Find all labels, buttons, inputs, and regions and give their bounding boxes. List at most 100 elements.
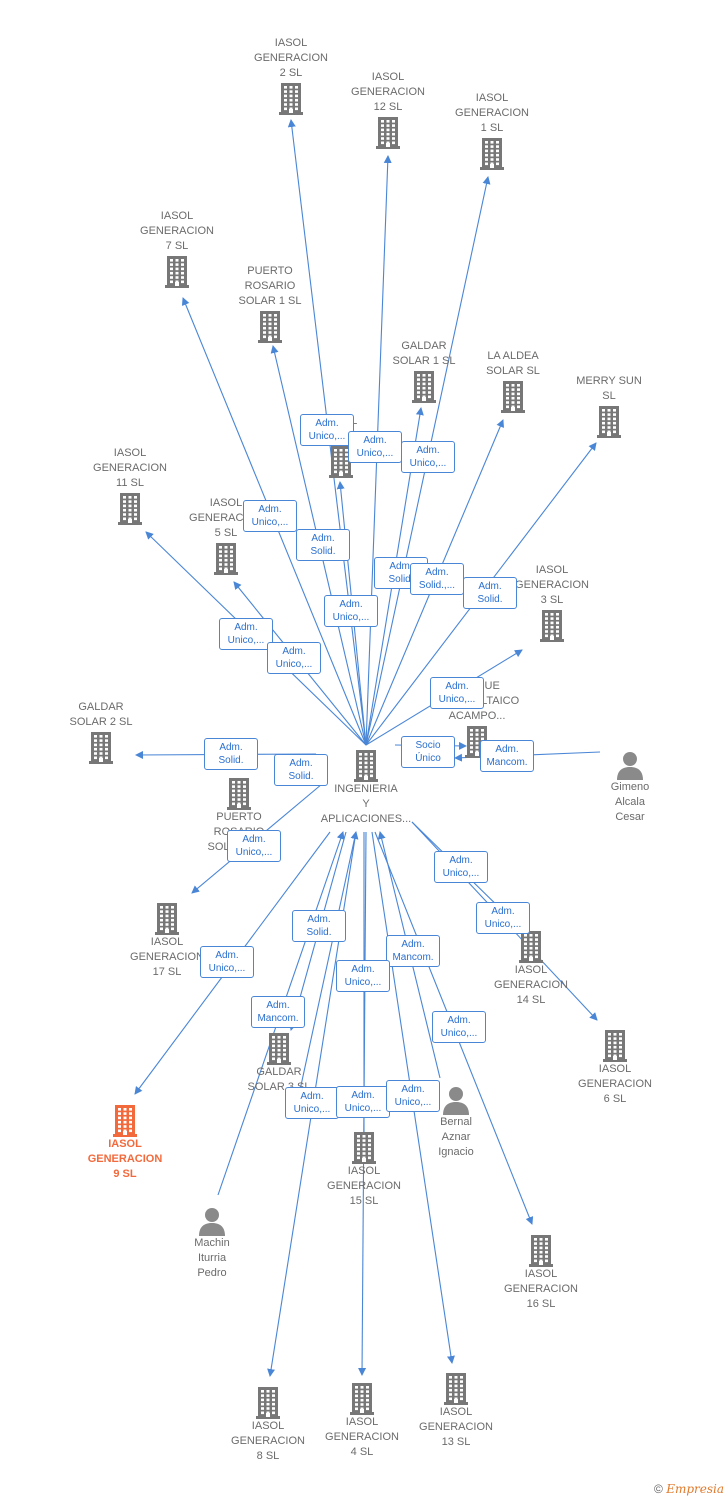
node-label: Bernal Aznar Ignacio: [438, 1116, 474, 1158]
relation-label[interactable]: Adm. Mancom.: [251, 996, 305, 1028]
relation-label[interactable]: Adm. Unico,...: [285, 1087, 339, 1119]
node-label: GALDAR SOLAR 1 SL: [392, 340, 456, 367]
company-node[interactable]: IASOL GENERACION 4 SL: [314, 1381, 410, 1460]
relation-edge: [299, 831, 359, 1091]
building-icon: [529, 1235, 553, 1267]
relation-label[interactable]: Adm. Mancom.: [386, 935, 440, 967]
node-label: IASOL GENERACION 13 SL: [419, 1406, 493, 1448]
node-label: IASOL GENERACION 3 SL: [515, 564, 589, 606]
company-node[interactable]: IASOL GENERACION 16 SL: [493, 1233, 589, 1312]
building-icon: [118, 493, 142, 525]
relation-label[interactable]: Adm. Solid.: [292, 910, 346, 942]
node-label: INGENIERIA Y APLICACIONES...: [320, 783, 412, 825]
node-label: IASOL GENERACION 4 SL: [325, 1416, 399, 1458]
relation-label[interactable]: Adm. Unico,...: [324, 595, 378, 627]
relation-label[interactable]: Adm. Unico,...: [476, 902, 530, 934]
node-label: IASOL GENERACION 8 SL: [231, 1420, 305, 1462]
person-node[interactable]: Gimeno Alcala Cesar: [582, 750, 678, 825]
building-icon: [354, 750, 378, 782]
relation-label[interactable]: Adm. Mancom.: [480, 740, 534, 772]
relation-label[interactable]: Adm. Unico,...: [348, 431, 402, 463]
building-icon: [480, 138, 504, 170]
person-node[interactable]: Machin Iturria Pedro: [164, 1206, 260, 1281]
node-label: IASOL GENERACION 9 SL: [87, 1138, 163, 1180]
relation-label[interactable]: Adm. Solid.,...: [410, 563, 464, 595]
node-label: IASOL GENERACION 2 SL: [254, 37, 328, 79]
node-label: MERRY SUN SL: [576, 375, 642, 402]
relation-label[interactable]: Adm. Unico,...: [336, 960, 390, 992]
node-label: LA ALDEA SOLAR SL: [486, 350, 540, 377]
building-icon: [444, 1373, 468, 1405]
company-node[interactable]: IASOL GENERACION 15 SL: [316, 1130, 412, 1209]
relation-label[interactable]: Adm. Unico,...: [430, 677, 484, 709]
relation-label[interactable]: Socio Único: [401, 736, 455, 768]
footer: © Empresia: [654, 1482, 724, 1496]
relation-label[interactable]: Adm. Unico,...: [434, 851, 488, 883]
person-icon: [617, 752, 643, 780]
relation-label[interactable]: Adm. Solid.: [463, 577, 517, 609]
company-node[interactable]: IASOL GENERACION 12 SL: [340, 70, 436, 149]
company-node[interactable]: LA ALDEA SOLAR SL: [465, 349, 561, 413]
node-label: IASOL GENERACION 12 SL: [351, 71, 425, 113]
building-icon: [89, 732, 113, 764]
company-node[interactable]: IASOL GENERACION 1 SL: [444, 91, 540, 170]
building-icon: [258, 311, 282, 343]
company-node[interactable]: IASOL GENERACION 3 SL: [504, 563, 600, 642]
building-icon: [165, 256, 189, 288]
relation-label[interactable]: Adm. Unico,...: [336, 1086, 390, 1118]
copyright-symbol: ©: [654, 1482, 663, 1496]
company-node[interactable]: IASOL GENERACION 17 SL: [119, 901, 215, 980]
node-label: IASOL GENERACION 7 SL: [140, 210, 214, 252]
relation-label[interactable]: Adm. Unico,...: [227, 830, 281, 862]
company-node[interactable]: GALDAR SOLAR 3 SL: [231, 1031, 327, 1095]
relation-label[interactable]: Adm. Unico,...: [432, 1011, 486, 1043]
central-company-node[interactable]: INGENIERIA Y APLICACIONES...: [318, 748, 414, 827]
node-label: IASOL GENERACION 1 SL: [455, 92, 529, 134]
building-icon: [155, 903, 179, 935]
company-node[interactable]: IASOL GENERACION 7 SL: [129, 209, 225, 288]
company-node[interactable]: IASOL GENERACION 11 SL: [82, 446, 178, 525]
node-label: IASOL GENERACION 11 SL: [93, 447, 167, 489]
person-icon: [443, 1087, 469, 1115]
building-icon: [412, 371, 436, 403]
company-node[interactable]: IASOL GENERACION 8 SL: [220, 1385, 316, 1464]
building-icon: [352, 1132, 376, 1164]
company-node[interactable]: IASOL GENERACION 6 SL: [567, 1028, 663, 1107]
building-icon: [113, 1105, 137, 1137]
building-icon: [256, 1387, 280, 1419]
relation-label[interactable]: Adm. Unico,...: [219, 618, 273, 650]
building-icon: [267, 1033, 291, 1065]
relation-label[interactable]: Adm. Unico,...: [386, 1080, 440, 1112]
company-node[interactable]: MERRY SUN SL: [561, 374, 657, 438]
node-label: IASOL GENERACION 6 SL: [578, 1063, 652, 1105]
relation-label[interactable]: Adm. Unico,...: [267, 642, 321, 674]
relation-label[interactable]: Adm. Solid.: [204, 738, 258, 770]
company-node[interactable]: IASOL GENERACION 9 SL: [77, 1103, 173, 1182]
building-icon: [350, 1383, 374, 1415]
building-icon: [519, 931, 543, 963]
building-icon: [329, 446, 353, 478]
company-node[interactable]: IASOL GENERACION 13 SL: [408, 1371, 504, 1450]
building-icon: [214, 543, 238, 575]
company-node[interactable]: IASOL GENERACION 5 SL: [178, 496, 274, 575]
relation-label[interactable]: Adm. Unico,...: [300, 414, 354, 446]
company-node[interactable]: PUERTO ROSARIO SOLAR 1 SL: [222, 264, 318, 343]
building-icon: [279, 83, 303, 115]
relation-label[interactable]: Adm. Unico,...: [401, 441, 455, 473]
building-icon: [227, 778, 251, 810]
node-label: Machin Iturria Pedro: [194, 1237, 230, 1279]
relation-label[interactable]: Adm. Solid.: [296, 529, 350, 561]
person-node[interactable]: Bernal Aznar Ignacio: [408, 1085, 504, 1160]
company-node[interactable]: GALDAR SOLAR 1 SL: [376, 339, 472, 403]
company-node[interactable]: IASOL GENERACION 14 SL: [483, 929, 579, 1008]
brand-logo[interactable]: Empresia: [666, 1482, 724, 1496]
company-node[interactable]: IASOL GENERACION 2 SL: [243, 36, 339, 115]
relation-label[interactable]: Adm. Unico,...: [200, 946, 254, 978]
company-node[interactable]: GALDAR SOLAR 2 SL: [53, 700, 149, 764]
relation-label[interactable]: Adm. Unico,...: [243, 500, 297, 532]
node-label: IASOL GENERACION 14 SL: [494, 964, 568, 1006]
relation-label[interactable]: Adm. Solid.: [274, 754, 328, 786]
node-label: PUERTO ROSARIO SOLAR 1 SL: [238, 265, 302, 307]
node-label: IASOL GENERACION 16 SL: [504, 1268, 578, 1310]
